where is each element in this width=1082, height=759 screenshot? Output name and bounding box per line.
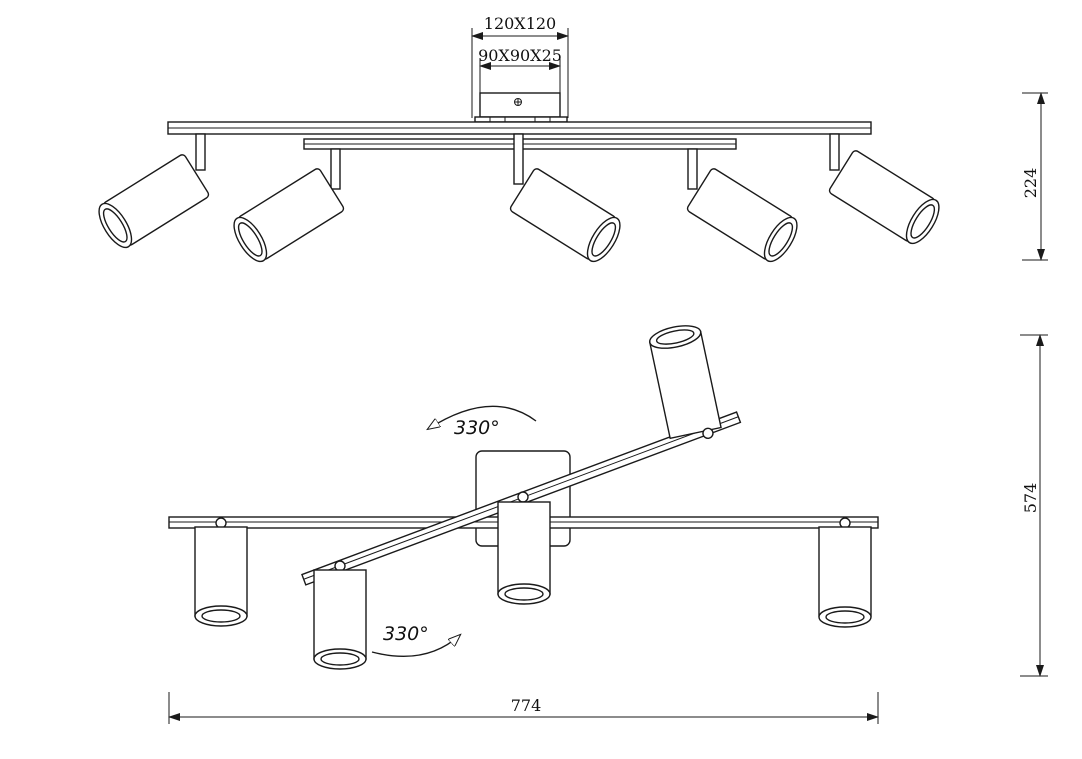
- front-spotlight-4: [686, 168, 798, 263]
- front-spotlight-2: [233, 168, 345, 263]
- front-spotlight-3: [509, 168, 621, 263]
- front-spotlight-1: [98, 154, 210, 249]
- height-dimension: 224: [1021, 92, 1048, 261]
- top-spotlight-upper: [648, 325, 722, 440]
- rotation-angle-upper: 330°: [454, 417, 500, 439]
- rotation-arrow-lower: 330°: [371, 623, 460, 658]
- width-dimension: 774: [168, 692, 879, 724]
- height-value: 224: [1021, 168, 1040, 199]
- canopy-outer-dimension: 120X120: [484, 14, 556, 33]
- top-spotlight-center: [497, 491, 551, 605]
- top-view: 330° 330° 574 774: [168, 325, 1048, 724]
- canopy-inner-dimension: 90X90X25: [478, 46, 562, 65]
- rotation-angle-lower: 330°: [383, 623, 429, 645]
- depth-dimension: 574: [1020, 334, 1048, 677]
- front-stems: [195, 133, 840, 190]
- canopy-box: [474, 92, 568, 123]
- top-spotlight-lower-left: [313, 560, 367, 670]
- front-view: 120X120 90X90X25: [98, 14, 1048, 263]
- width-value: 774: [511, 696, 542, 715]
- rotation-arrow-upper: 330°: [428, 405, 537, 439]
- canopy-dimensions: 120X120 90X90X25: [471, 14, 569, 118]
- top-spotlight-right: [818, 517, 872, 628]
- front-spotlight-5: [828, 150, 940, 245]
- depth-value: 574: [1021, 483, 1040, 514]
- top-spotlight-left: [194, 517, 248, 627]
